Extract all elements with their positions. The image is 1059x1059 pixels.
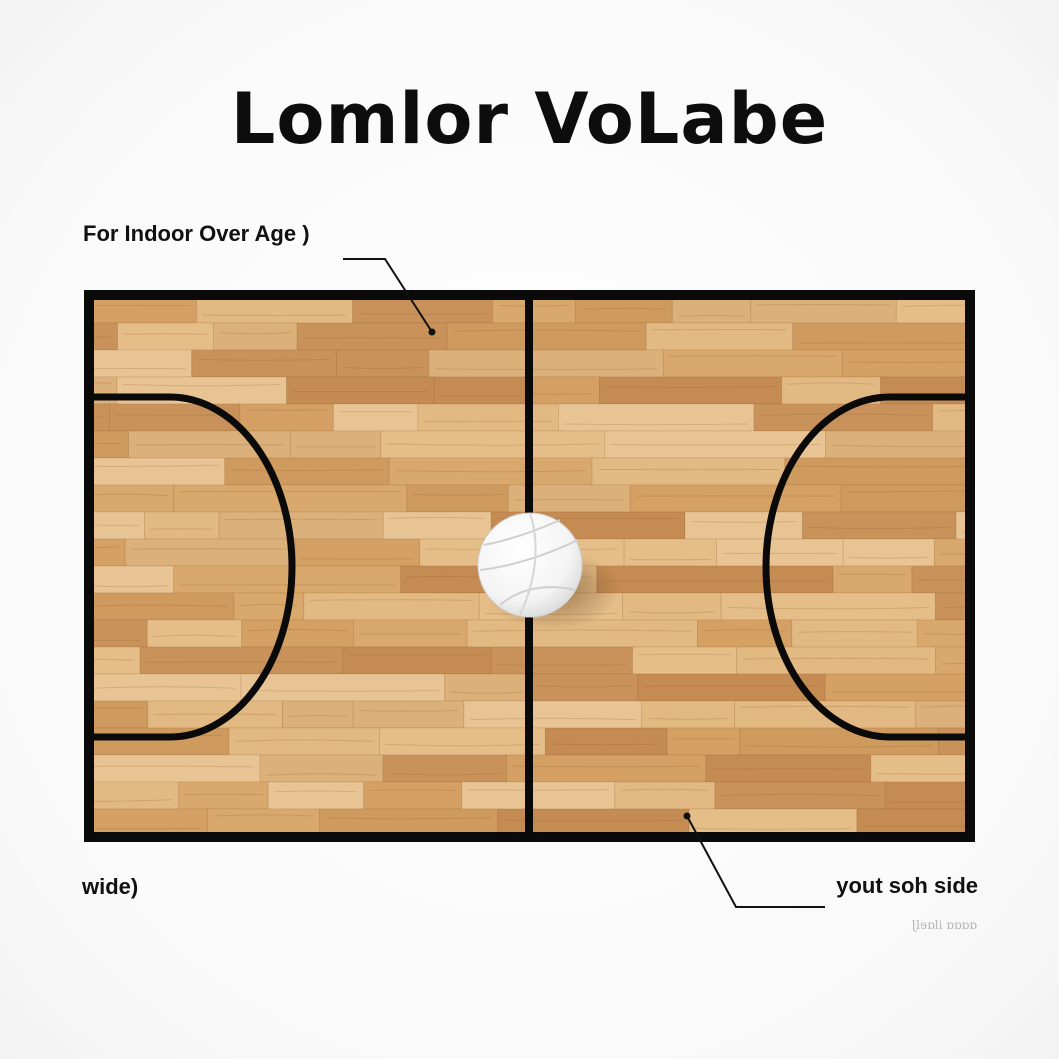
left-arc <box>94 393 296 741</box>
volleyball-icon <box>477 512 583 618</box>
watermark: ɭlɘɒli ɒɒɒɒ <box>911 918 977 932</box>
floor-planks <box>90 296 969 836</box>
leader-line-top <box>343 258 436 336</box>
label-bottom-right: yout soh side <box>836 873 978 898</box>
label-top-left: For Indoor Over Age ) <box>83 221 310 246</box>
right-arc <box>762 393 965 741</box>
label-bottom-left: wide) <box>82 874 139 899</box>
floor-grain <box>90 304 969 830</box>
leader-line-bottom <box>683 812 825 908</box>
wood-floor <box>90 296 969 836</box>
diagram-title: Lomlor VoLabe <box>230 78 829 160</box>
